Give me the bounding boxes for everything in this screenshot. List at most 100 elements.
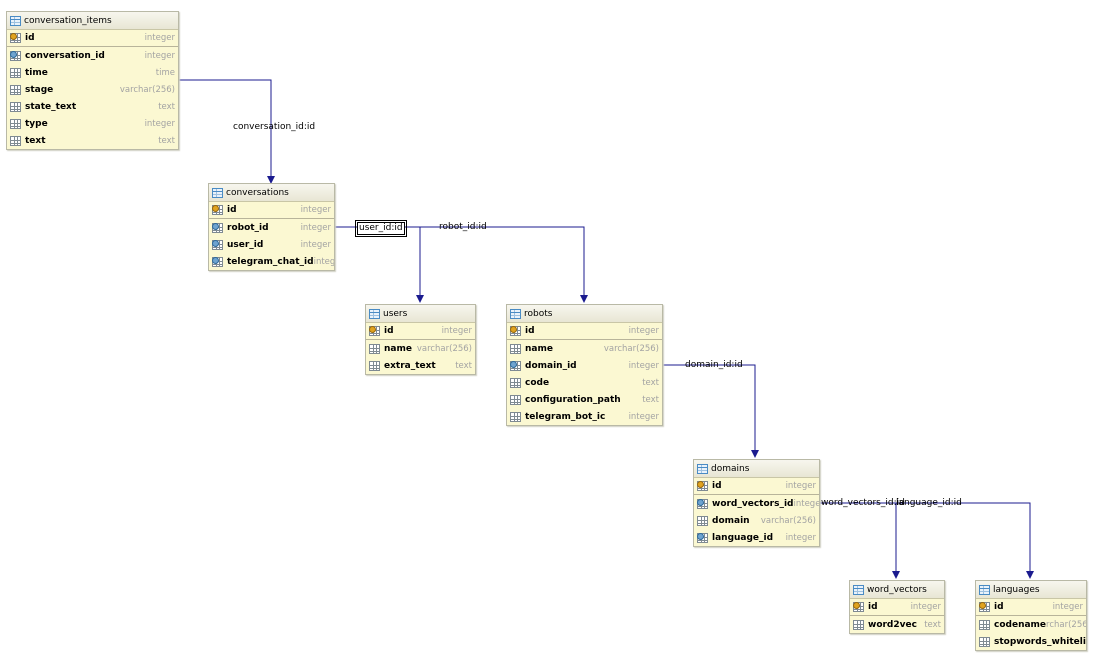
column-type: integer	[300, 239, 331, 250]
column-name: word2vec	[868, 619, 917, 630]
column-type: time	[155, 67, 175, 78]
column-icon	[510, 394, 521, 405]
table-icon	[212, 187, 223, 198]
column-name: state_text	[25, 101, 77, 112]
column-name: domain_id	[525, 360, 577, 371]
table-header[interactable]: robots	[507, 305, 662, 323]
table-header[interactable]: conversations	[209, 184, 334, 202]
edge-conversations-users[interactable]	[333, 226, 421, 295]
column-name: configuration_path	[525, 394, 621, 405]
table-header[interactable]: domains	[694, 460, 819, 478]
table-domains[interactable]: domains idintegerword_vectors_idintegerdo…	[693, 459, 820, 547]
foreign-key-icon	[10, 50, 21, 61]
relation-label: word_vectors_id:id	[821, 498, 905, 508]
relation-label: conversation_id:id	[233, 122, 316, 132]
column-icon	[10, 135, 21, 146]
column-type: varchar(256)	[603, 343, 659, 354]
column-type: text	[642, 377, 659, 388]
column-type: integer	[628, 360, 659, 371]
column-row[interactable]: telegram_bot_ic integer	[507, 408, 662, 425]
table-name: conversations	[226, 187, 289, 198]
table-icon	[10, 15, 21, 26]
column-name: telegram_bot_ic	[525, 411, 606, 422]
column-row[interactable]: word2vec text	[850, 616, 944, 633]
column-row[interactable]: stopwords_whitelist_	[976, 633, 1086, 650]
edge-domains-languages[interactable]	[896, 502, 1031, 571]
primary-key-icon	[212, 205, 223, 215]
arrowhead-word-vectors	[892, 571, 900, 579]
table-header[interactable]: users	[366, 305, 475, 323]
arrowhead-domains	[751, 450, 759, 458]
column-name: time	[25, 67, 48, 78]
arrowhead-languages	[1026, 571, 1034, 579]
column-icon	[510, 377, 521, 388]
table-icon	[510, 308, 521, 319]
table-icon	[979, 584, 990, 595]
table-header[interactable]: languages	[976, 581, 1086, 599]
column-type: integer	[910, 602, 941, 612]
column-type: text	[158, 101, 175, 112]
table-name: domains	[711, 463, 750, 474]
column-type: rchar(256)	[1046, 619, 1087, 630]
column-name: code	[525, 377, 550, 388]
column-name: telegram_chat_id	[227, 256, 314, 267]
column-name: user_id	[227, 239, 264, 250]
primary-key-icon	[697, 481, 708, 491]
column-row[interactable]: state_text text	[7, 98, 178, 115]
relation-label: robot_id:id	[439, 222, 487, 232]
primary-key-icon	[979, 602, 990, 612]
column-type: text	[158, 135, 175, 146]
column-type: integer	[628, 326, 659, 336]
column-row[interactable]: user_id integer	[209, 236, 334, 253]
edge-robots-domains[interactable]	[661, 364, 756, 450]
table-header[interactable]: word_vectors	[850, 581, 944, 599]
column-row[interactable]: time time	[7, 64, 178, 81]
column-type: integer	[628, 411, 659, 422]
edge-domains-word-vectors[interactable]	[818, 502, 897, 571]
table-name: users	[383, 308, 408, 319]
column-row[interactable]: domain_id integer	[507, 357, 662, 374]
table-name: languages	[993, 584, 1040, 595]
table-header[interactable]: conversation_items	[7, 12, 178, 30]
edge-conversation-items-conversations[interactable]	[177, 79, 272, 176]
column-type: varchar(256)	[416, 343, 472, 354]
column-row[interactable]: code text	[507, 374, 662, 391]
column-name: id	[994, 602, 1004, 612]
relation-label-selected[interactable]: user_id:id	[355, 220, 407, 237]
edge-conversations-robots[interactable]	[405, 226, 585, 295]
column-icon	[979, 619, 990, 630]
column-type: integer	[313, 256, 335, 267]
column-icon	[10, 67, 21, 78]
column-name: id	[227, 205, 237, 215]
column-icon	[510, 343, 521, 354]
column-type: text	[924, 619, 941, 630]
relation-label: language_id:id	[896, 498, 962, 508]
